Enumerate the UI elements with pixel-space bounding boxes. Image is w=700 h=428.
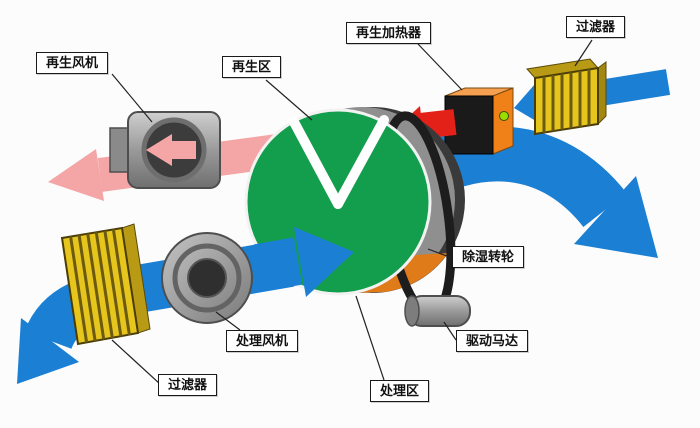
leader-drive-motor bbox=[443, 321, 457, 341]
regen-zone-divider bbox=[289, 115, 389, 209]
leader-lines bbox=[111, 39, 593, 385]
drive-motor bbox=[404, 295, 471, 327]
process-filter bbox=[60, 223, 151, 346]
regen-filter bbox=[526, 58, 607, 136]
leader-rotor bbox=[427, 248, 453, 259]
regen-fan bbox=[109, 111, 221, 189]
label-regen-heater: 再生加热器 bbox=[346, 22, 432, 45]
leader-regen-fan bbox=[111, 73, 153, 123]
regen-heater bbox=[444, 87, 514, 155]
leader-regen-zone bbox=[265, 79, 313, 121]
label-process-fan: 处理风机 bbox=[226, 330, 299, 353]
process-air-arrow bbox=[253, 227, 354, 297]
label-filter-bottom: 过滤器 bbox=[158, 374, 218, 397]
leader-process-fan bbox=[215, 311, 241, 331]
label-regen-zone: 再生区 bbox=[222, 56, 282, 79]
leader-regen-heater bbox=[417, 43, 463, 91]
label-process-zone: 处理区 bbox=[370, 380, 430, 403]
label-regen-fan: 再生风机 bbox=[36, 52, 109, 75]
leader-filter-bottom bbox=[111, 339, 161, 385]
label-drive-motor: 驱动马达 bbox=[456, 330, 529, 353]
leader-process-zone bbox=[355, 295, 385, 381]
label-filter-top: 过滤器 bbox=[566, 16, 626, 39]
process-fan bbox=[161, 232, 253, 324]
heater-indicator-light bbox=[499, 111, 509, 121]
label-rotor: 除湿转轮 bbox=[452, 246, 525, 269]
leader-filter-top bbox=[574, 39, 593, 67]
